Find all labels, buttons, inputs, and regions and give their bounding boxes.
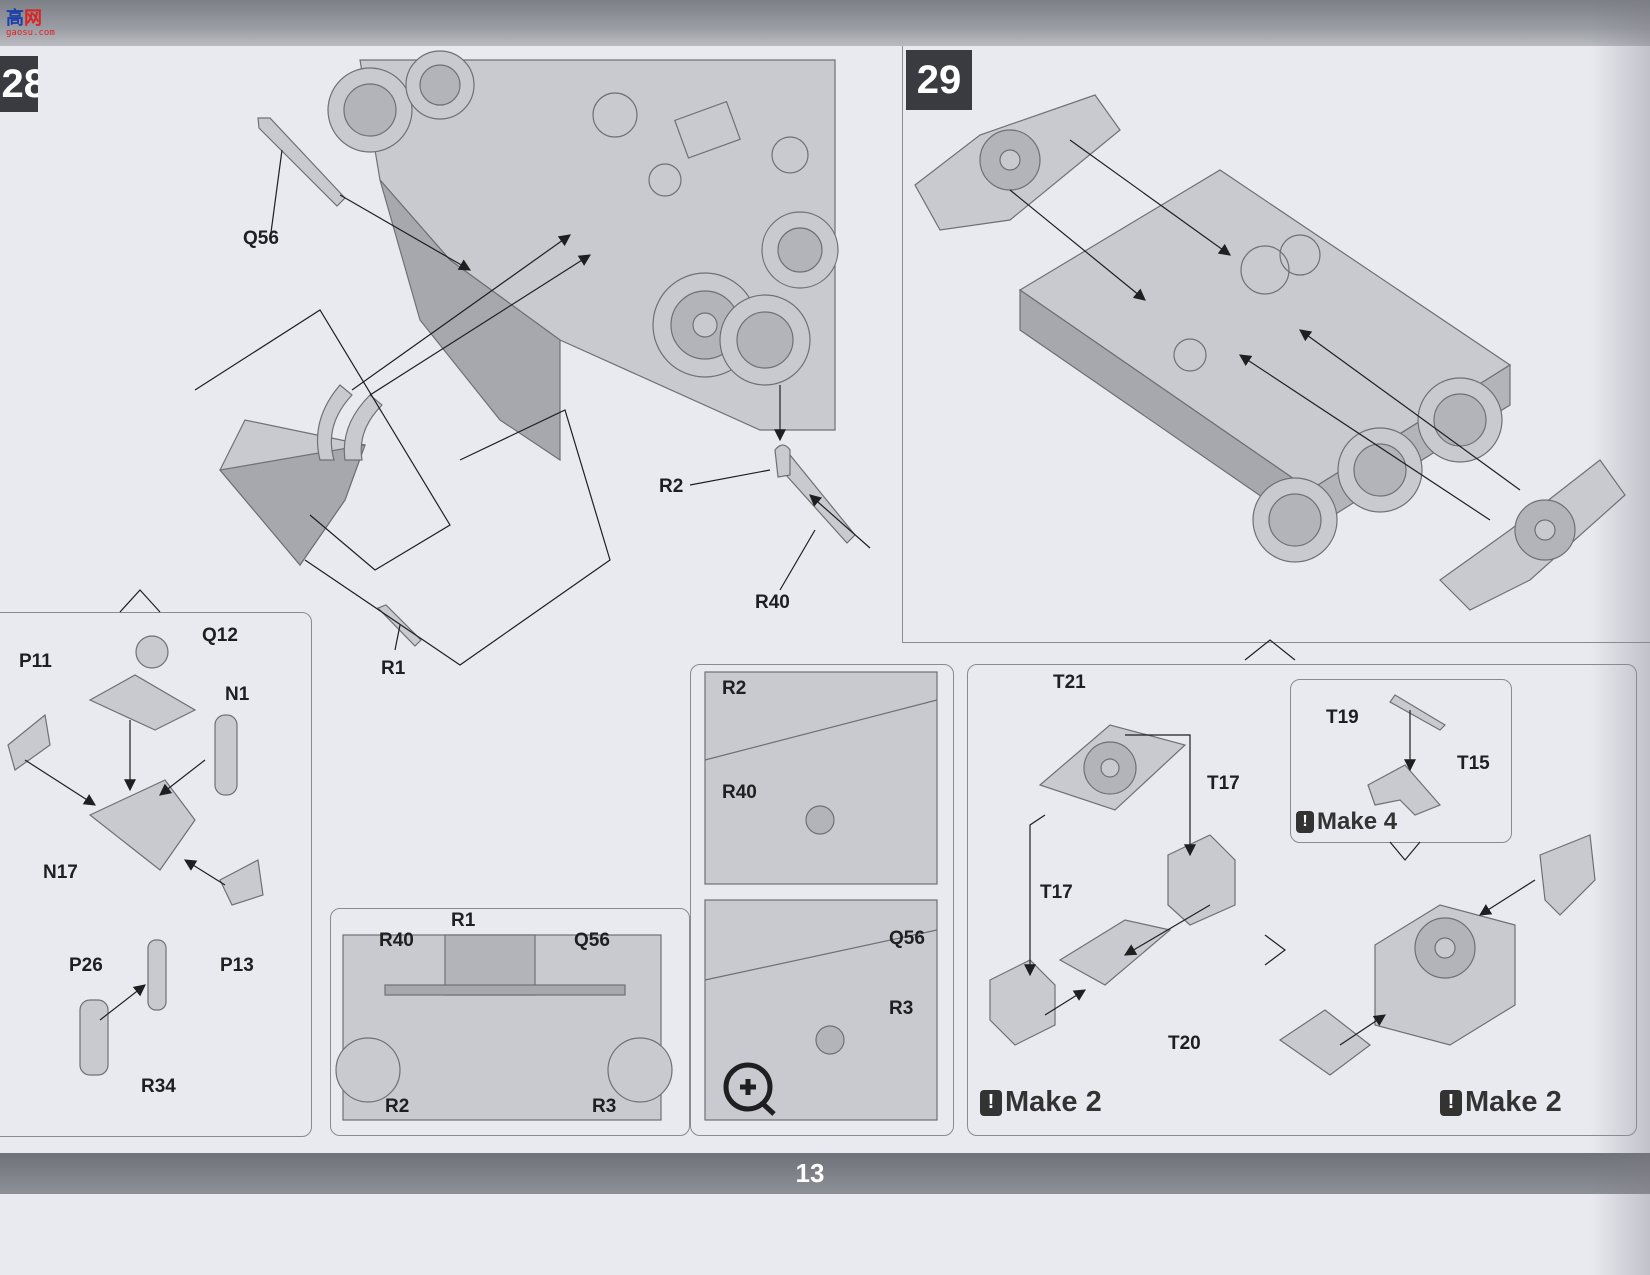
label-detail-r2: R2 [722, 678, 747, 699]
radiator-assembly-panel [967, 664, 1637, 1136]
part-radiator-unit-lower [1439, 459, 1626, 611]
page-gutter-shadow [1590, 0, 1650, 1275]
watermark-url: gaosu.com [6, 28, 55, 38]
step-29-badge: 29 [906, 50, 972, 110]
label-detail-r40: R40 [722, 782, 757, 803]
label-r2: R2 [659, 476, 684, 497]
label-r1: R1 [381, 658, 406, 679]
label-detail-r3: R3 [889, 998, 914, 1019]
step-29-hull [1018, 169, 1512, 563]
subassembly-n17 [7, 635, 264, 1076]
rear-view-drawing [335, 934, 673, 1121]
t19-subassembly-panel [1290, 679, 1512, 843]
label-rear-q56: Q56 [574, 930, 610, 951]
step-28-badge: 28 [0, 56, 38, 112]
warning-icon: ! [1440, 1089, 1462, 1116]
label-q56: Q56 [243, 228, 279, 249]
label-t19: T19 [1326, 707, 1359, 728]
step-28-hull [327, 50, 839, 462]
part-radiator-unit-upper [914, 94, 1121, 231]
label-t20: T20 [1168, 1033, 1201, 1054]
zoom-in-icon [723, 1062, 776, 1116]
detail-view-drawings [704, 671, 938, 1121]
label-rear-r2: R2 [385, 1096, 410, 1117]
watermark-logo: 高网 [6, 8, 42, 28]
warning-icon: ! [980, 1089, 1002, 1116]
rear-view-panel [330, 908, 690, 1136]
label-q12: Q12 [202, 625, 238, 646]
label-t15: T15 [1457, 753, 1490, 774]
bottom-band [0, 1153, 1650, 1194]
label-n17: N17 [43, 862, 78, 883]
label-r40: R40 [755, 592, 790, 613]
label-t17-lower: T17 [1040, 882, 1073, 903]
step-29-frame [902, 46, 1650, 643]
label-rear-r1: R1 [451, 910, 476, 931]
subassembly-n17-panel [0, 612, 312, 1137]
label-rear-r3: R3 [592, 1096, 617, 1117]
label-p26: P26 [69, 955, 103, 976]
make-2-note-left: ! Make 2 [980, 1086, 1102, 1119]
label-p13: P13 [220, 955, 254, 976]
make-2-note-right: ! Make 2 [1440, 1086, 1562, 1119]
detail-view-panel [690, 664, 954, 1136]
top-band [0, 0, 1650, 46]
label-t21: T21 [1053, 672, 1086, 693]
page-number: 13 [795, 1158, 825, 1188]
label-rear-r40: R40 [379, 930, 414, 951]
label-n1: N1 [225, 684, 250, 705]
label-t17-upper: T17 [1207, 773, 1240, 794]
label-p11: P11 [19, 651, 52, 672]
label-detail-q56: Q56 [889, 928, 925, 949]
warning-icon: ! [1296, 811, 1314, 833]
label-r34: R34 [141, 1076, 176, 1097]
make-4-note: ! Make 4 [1296, 808, 1397, 836]
part-radiator-box [218, 384, 383, 566]
radiator-assembly-drawings [989, 694, 1596, 1076]
